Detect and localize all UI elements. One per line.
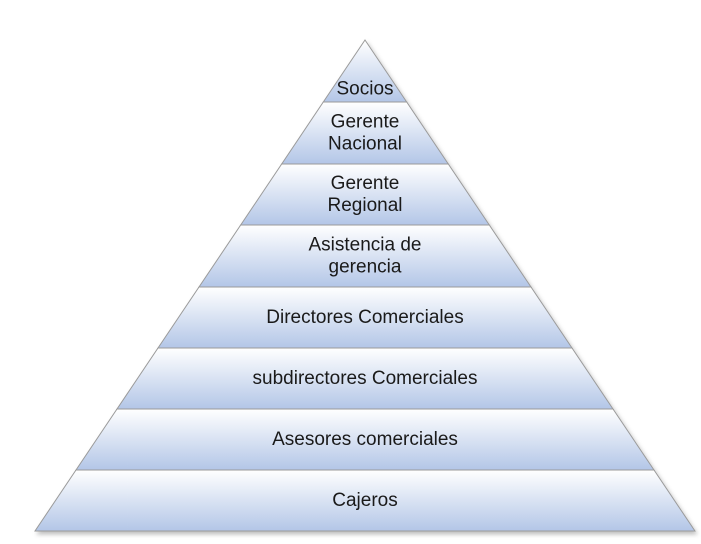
tier-3-label-line-1: Gerente <box>331 173 400 194</box>
tier-3-label-line-2: Regional <box>328 195 403 216</box>
tier-5-label-line-1: Directores Comerciales <box>266 307 463 328</box>
tier-4-label-line-2: gerencia <box>329 257 402 278</box>
tier-4-label-line-1: Asistencia de <box>308 235 421 256</box>
pyramid-tier-8 <box>34 469 696 532</box>
tier-2-label-line-2: Nacional <box>328 134 402 155</box>
tier-1-label-line-1: Socios <box>336 79 393 100</box>
pyramid-labels: SociosGerenteNacionalGerenteRegionalAsis… <box>253 79 478 512</box>
tier-2-label-line-1: Gerente <box>331 112 400 133</box>
tier-6-label-line-1: subdirectores Comerciales <box>253 368 478 389</box>
pyramid-tiers <box>34 39 696 532</box>
tier-8-label-line-1: Cajeros <box>332 490 397 511</box>
tier-7-label-line-1: Asesores comerciales <box>272 429 458 450</box>
